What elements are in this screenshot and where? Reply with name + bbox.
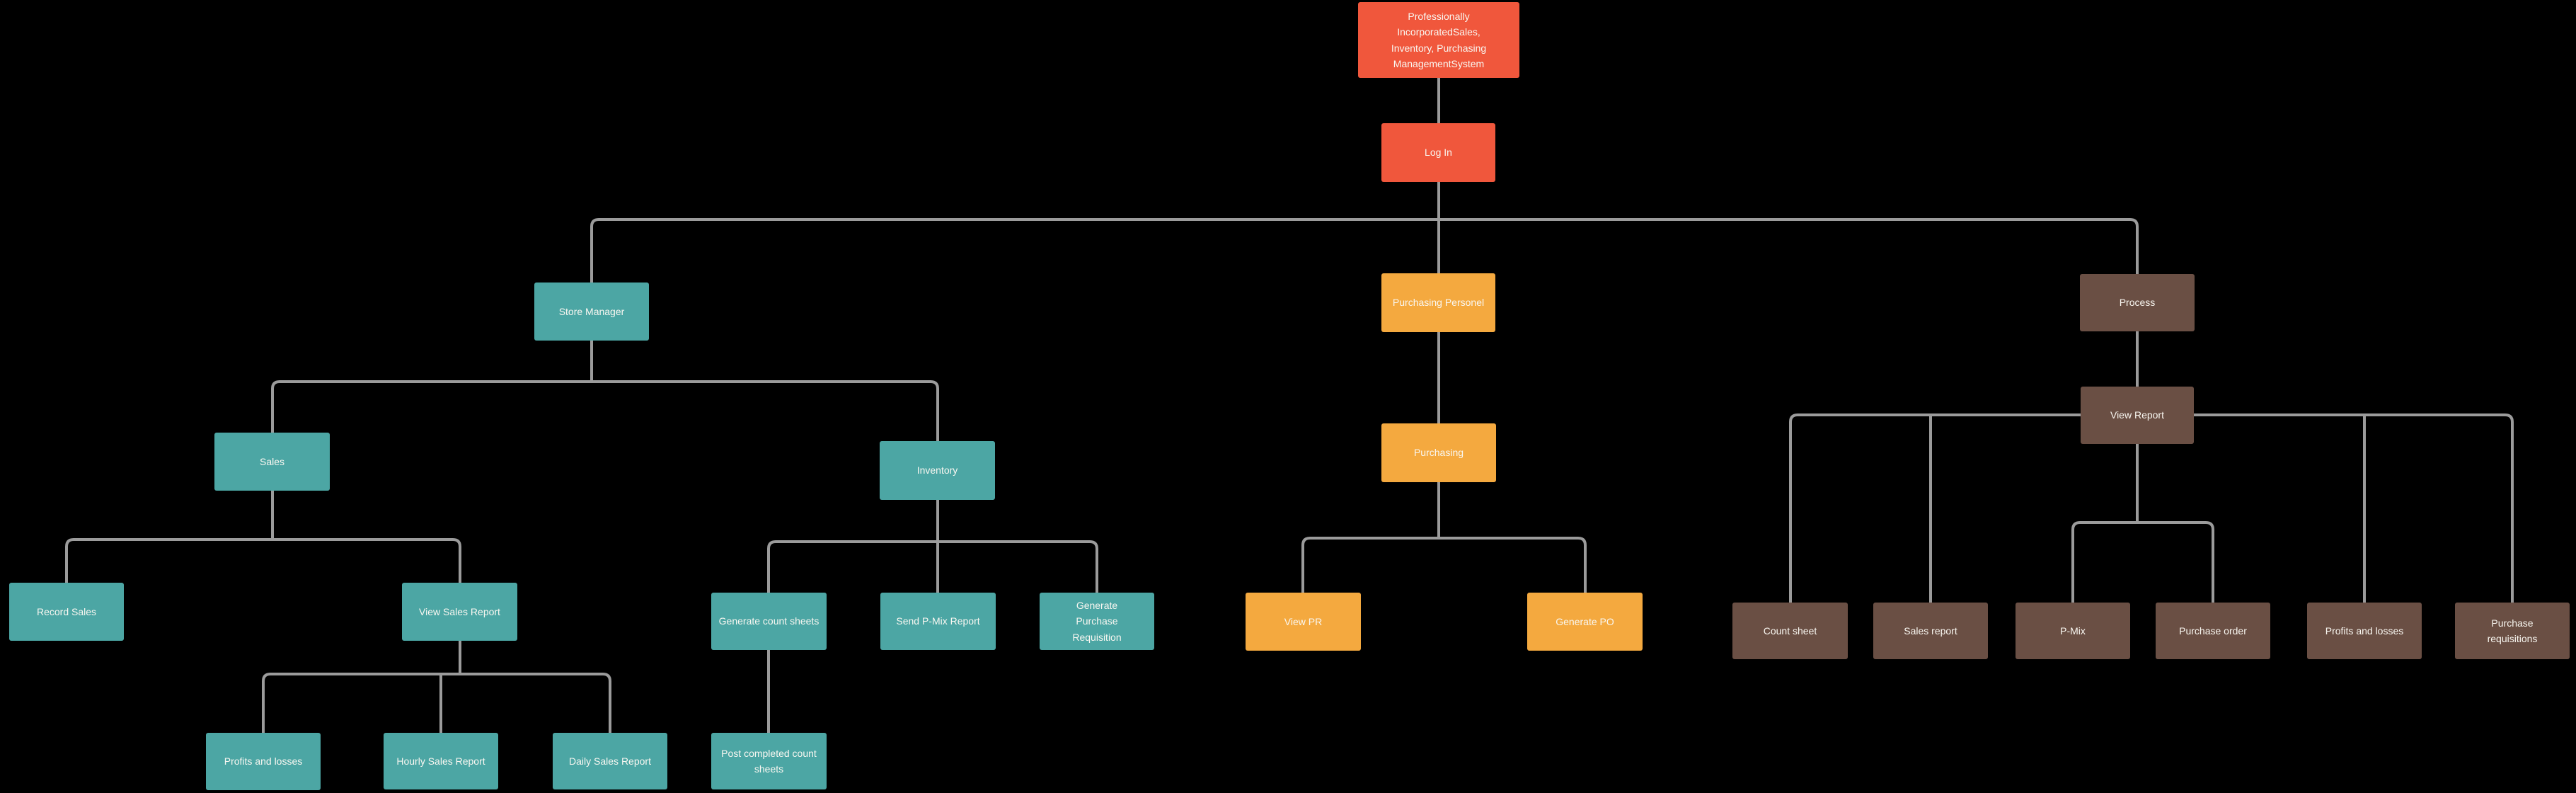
node-label: View PR	[1284, 615, 1323, 627]
node-inventory[interactable]: Inventory	[880, 441, 995, 500]
node-label: Purchasing	[1413, 447, 1464, 459]
node-sales-report[interactable]: Sales report	[1873, 603, 1988, 659]
node-view-report[interactable]: View Report	[2081, 387, 2194, 444]
connector-line	[271, 380, 939, 441]
node-process[interactable]: Process	[2080, 274, 2195, 331]
node-profits-and-losses-report[interactable]: Profits and losses	[2307, 603, 2422, 659]
node-label: Count sheet	[1763, 624, 1817, 637]
node-sales[interactable]: Sales	[214, 433, 330, 491]
node-generate-po[interactable]: Generate PO	[1527, 593, 1643, 651]
connector-line	[2071, 521, 2214, 603]
node-label: Store Manager	[558, 305, 625, 317]
node-profits-and-losses-sales[interactable]: Profits and losses	[206, 733, 321, 790]
node-view-sales-report[interactable]: View Sales Report	[402, 583, 517, 641]
node-purchase-requisitions[interactable]: Purchase requisitions	[2455, 603, 2570, 659]
node-p-mix[interactable]: P-Mix	[2016, 603, 2130, 659]
node-label: Record Sales	[36, 605, 97, 617]
node-label: Inventory	[916, 464, 958, 477]
node-label: Hourly Sales Report	[396, 755, 485, 767]
node-label: Post completed count sheets	[721, 747, 817, 775]
node-count-sheet[interactable]: Count sheet	[1732, 603, 1848, 659]
node-send-pmix-report[interactable]: Send P-Mix Report	[880, 593, 996, 650]
node-label: Purchase order	[2179, 624, 2247, 637]
node-login[interactable]: Log In	[1381, 123, 1495, 182]
node-label: Daily Sales Report	[569, 755, 651, 767]
node-label: P-Mix	[2060, 624, 2086, 637]
node-label: Log In	[1425, 147, 1452, 159]
node-label: Generate PO	[1556, 615, 1614, 627]
node-label: Purchase requisitions	[2487, 617, 2538, 644]
node-label: Professionally IncorporatedSales, Invent…	[1391, 10, 1487, 69]
node-view-pr[interactable]: View PR	[1246, 593, 1361, 651]
connector-line	[262, 673, 611, 733]
node-label: Generate count sheets	[718, 615, 820, 627]
node-hourly-sales-report[interactable]: Hourly Sales Report	[384, 733, 498, 789]
connector-line	[65, 538, 461, 583]
node-post-completed-count-sheets[interactable]: Post completed count sheets	[711, 733, 827, 789]
node-purchasing[interactable]: Purchasing	[1381, 423, 1496, 482]
node-purchase-order[interactable]: Purchase order	[2156, 603, 2270, 659]
node-daily-sales-report[interactable]: Daily Sales Report	[553, 733, 667, 789]
connector-line	[1301, 537, 1587, 593]
node-root[interactable]: Professionally IncorporatedSales, Invent…	[1358, 2, 1519, 78]
node-label: View Sales Report	[419, 605, 500, 617]
node-label: View Report	[2110, 409, 2164, 421]
node-purchasing-personel[interactable]: Purchasing Personel	[1381, 273, 1495, 332]
connector-line	[767, 540, 1098, 593]
node-generate-count-sheets[interactable]: Generate count sheets	[711, 593, 827, 650]
node-generate-purchase-requisition[interactable]: Generate Purchase Requisition	[1040, 593, 1154, 650]
node-label: Profits and losses	[224, 755, 303, 768]
node-store-manager[interactable]: Store Manager	[534, 283, 649, 341]
node-label: Generate Purchase Requisition	[1072, 599, 1122, 643]
node-label: Purchasing Personel	[1392, 297, 1485, 309]
node-record-sales[interactable]: Record Sales	[9, 583, 124, 641]
node-label: Profits and losses	[2325, 624, 2404, 637]
connector-line	[590, 218, 2139, 283]
node-label: Process	[2119, 297, 2156, 309]
node-label: Sales	[259, 455, 285, 467]
node-label: Sales report	[1904, 624, 1957, 637]
node-label: Send P-Mix Report	[896, 615, 980, 627]
